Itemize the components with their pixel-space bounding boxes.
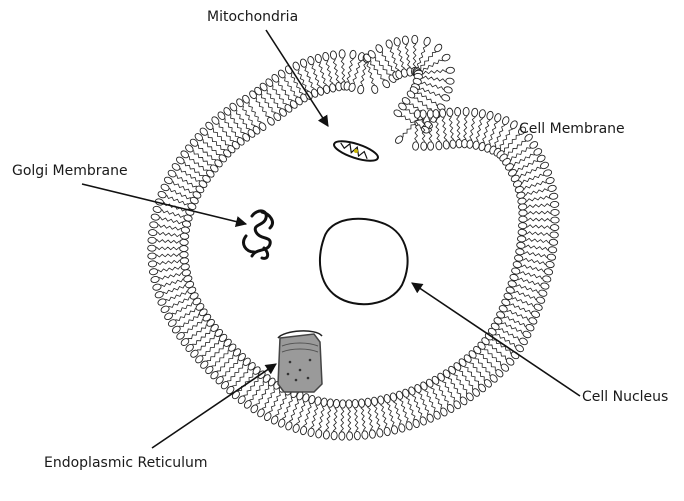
- cell-nucleus: [320, 219, 408, 304]
- cell-membrane-label: Cell Membrane: [519, 121, 625, 137]
- golgi-membrane-label: Golgi Membrane: [12, 163, 128, 179]
- mitochondria-label: Mitochondria: [207, 9, 298, 25]
- endoplasmic-reticulum-label: Endoplasmic Reticulum: [44, 455, 208, 471]
- mitochondria: [332, 137, 380, 165]
- cell-nucleus-label: Cell Nucleus: [582, 389, 668, 405]
- cell-membrane: [148, 35, 560, 440]
- endoplasmic-reticulum: [278, 331, 322, 392]
- golgi-membrane: [244, 211, 273, 258]
